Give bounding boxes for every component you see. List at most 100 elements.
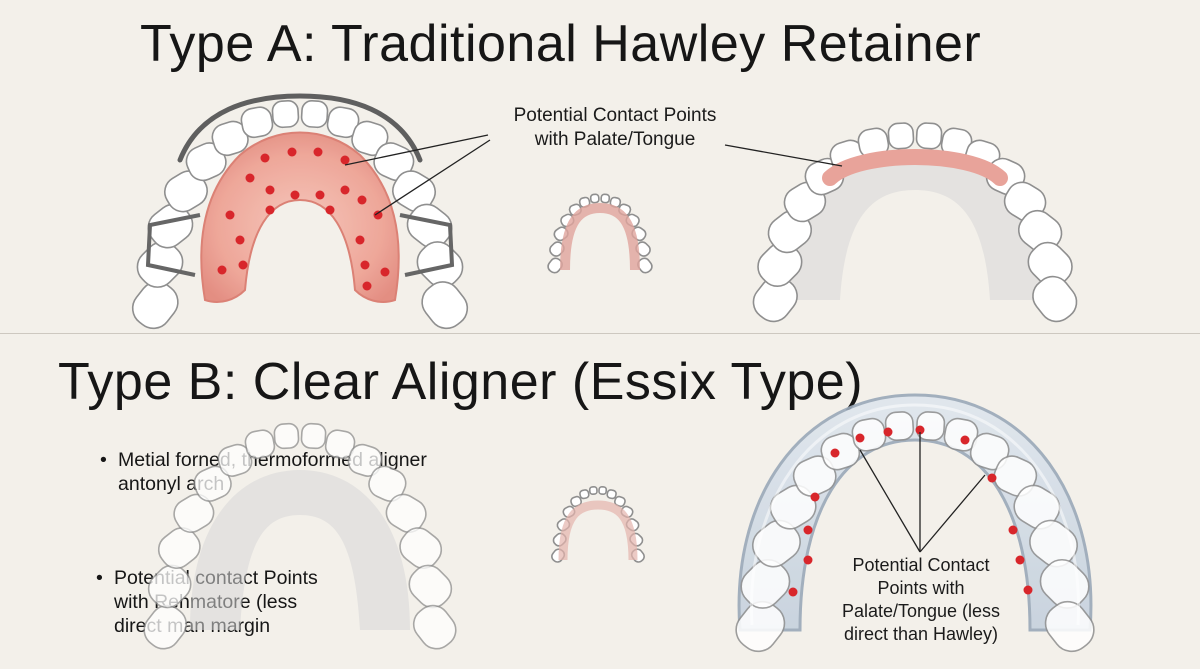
section-divider bbox=[0, 333, 1200, 334]
contact-point-dot bbox=[360, 260, 370, 270]
tooth bbox=[300, 422, 327, 450]
tooth bbox=[385, 493, 427, 534]
tooth bbox=[631, 226, 647, 242]
section-a-title: Type A: Traditional Hawley Retainer bbox=[140, 15, 982, 73]
small-arch-b bbox=[551, 485, 645, 563]
contact-point-dot bbox=[362, 281, 372, 291]
tooth bbox=[240, 106, 274, 139]
tooth bbox=[625, 213, 640, 228]
bullet-item-2-line1: Potential contact Points bbox=[114, 567, 318, 589]
tooth bbox=[560, 213, 575, 228]
section-b-contact-label-line3: Palate/Tongue (less bbox=[841, 601, 1001, 621]
tooth bbox=[618, 203, 632, 217]
tooth bbox=[751, 519, 801, 568]
tooth bbox=[1032, 275, 1078, 323]
tooth bbox=[211, 120, 249, 157]
tooth bbox=[1039, 558, 1090, 609]
tooth bbox=[406, 203, 453, 249]
contact-point-dot bbox=[340, 185, 350, 195]
tooth bbox=[598, 485, 608, 495]
tooth bbox=[1044, 600, 1095, 653]
tooth bbox=[373, 142, 415, 182]
tooth bbox=[399, 527, 443, 569]
tooth bbox=[620, 505, 634, 519]
tooth bbox=[552, 532, 567, 547]
tooth bbox=[804, 157, 845, 196]
tooth bbox=[579, 489, 590, 500]
tooth bbox=[326, 106, 360, 139]
contact-point-dot bbox=[238, 260, 248, 270]
tooth bbox=[769, 484, 817, 530]
tooth bbox=[993, 455, 1038, 497]
tooth bbox=[969, 432, 1010, 471]
contact-point-dot bbox=[325, 205, 335, 215]
section-b-contact-label: Potential Contact Points with Palate/Ton… bbox=[808, 554, 1034, 646]
contact-point-dot bbox=[290, 190, 300, 200]
section-b-title: Type B: Clear Aligner (Essix Type) bbox=[58, 353, 864, 411]
contact-point-dot bbox=[265, 205, 275, 215]
tooth bbox=[757, 241, 803, 287]
tooth bbox=[271, 100, 300, 129]
bullet-item-2: Potential contact Points with Rehmatore … bbox=[96, 566, 318, 638]
tooth bbox=[820, 432, 861, 471]
tooth bbox=[613, 495, 626, 508]
contact-point-dot bbox=[225, 210, 235, 220]
hawley-labial-bow bbox=[177, 93, 423, 163]
tooth bbox=[568, 203, 582, 217]
tooth bbox=[985, 157, 1026, 196]
contact-point-dot bbox=[260, 153, 270, 163]
tooth bbox=[416, 241, 464, 288]
tooth bbox=[164, 170, 208, 213]
contact-point-dot bbox=[960, 435, 970, 445]
arch-a-right bbox=[752, 122, 1078, 323]
tooth bbox=[589, 193, 600, 204]
contact-point-dot bbox=[987, 473, 997, 483]
tooth bbox=[421, 281, 469, 330]
tooth bbox=[136, 241, 184, 288]
tooth bbox=[857, 127, 890, 159]
contact-point-dot bbox=[855, 433, 865, 443]
contact-point-dot bbox=[1008, 525, 1018, 535]
contact-point-dot bbox=[380, 267, 390, 277]
tooth bbox=[735, 600, 786, 653]
contact-point-dot bbox=[315, 190, 325, 200]
tooth bbox=[412, 604, 457, 650]
tooth bbox=[637, 257, 653, 274]
tooth bbox=[351, 120, 389, 157]
hawley-clasp-left bbox=[145, 213, 201, 277]
section-a-contact-label: Potential Contact Points with Palate/Ton… bbox=[470, 104, 760, 152]
contact-point-dot bbox=[265, 185, 275, 195]
leader-line-b-3 bbox=[919, 474, 986, 553]
tooth bbox=[131, 281, 179, 330]
contact-point-dot bbox=[313, 147, 323, 157]
tooth bbox=[392, 170, 436, 213]
tooth bbox=[547, 257, 563, 274]
tooth bbox=[578, 196, 591, 208]
contact-point-dot bbox=[287, 147, 297, 157]
tooth bbox=[1027, 241, 1073, 287]
tooth bbox=[588, 485, 598, 495]
contact-point-dot bbox=[357, 195, 367, 205]
tooth bbox=[185, 142, 227, 182]
bullet-item-2-line3: direct man margin bbox=[114, 615, 271, 637]
tooth bbox=[940, 127, 973, 159]
contact-point-dot bbox=[245, 173, 255, 183]
leader-line-b-1 bbox=[859, 449, 921, 553]
tooth bbox=[147, 203, 194, 249]
contact-point-dot bbox=[810, 492, 820, 502]
contact-point-dot bbox=[373, 210, 383, 220]
tooth bbox=[629, 532, 644, 547]
bullet-item-1-line1: Metial forned, thermoformed aligner bbox=[118, 449, 427, 471]
tooth bbox=[273, 422, 300, 450]
tooth bbox=[1017, 209, 1063, 254]
tooth bbox=[630, 548, 645, 563]
hawley-acrylic-plate bbox=[200, 131, 400, 303]
section-b-contact-label-line2: Points with bbox=[877, 578, 965, 598]
tooth bbox=[300, 100, 329, 129]
tooth bbox=[829, 139, 866, 174]
contact-point-dot bbox=[355, 235, 365, 245]
tooth bbox=[915, 411, 946, 442]
tooth bbox=[625, 518, 640, 532]
bullet-item-2-line2: with Rehmatore (less bbox=[114, 591, 298, 613]
